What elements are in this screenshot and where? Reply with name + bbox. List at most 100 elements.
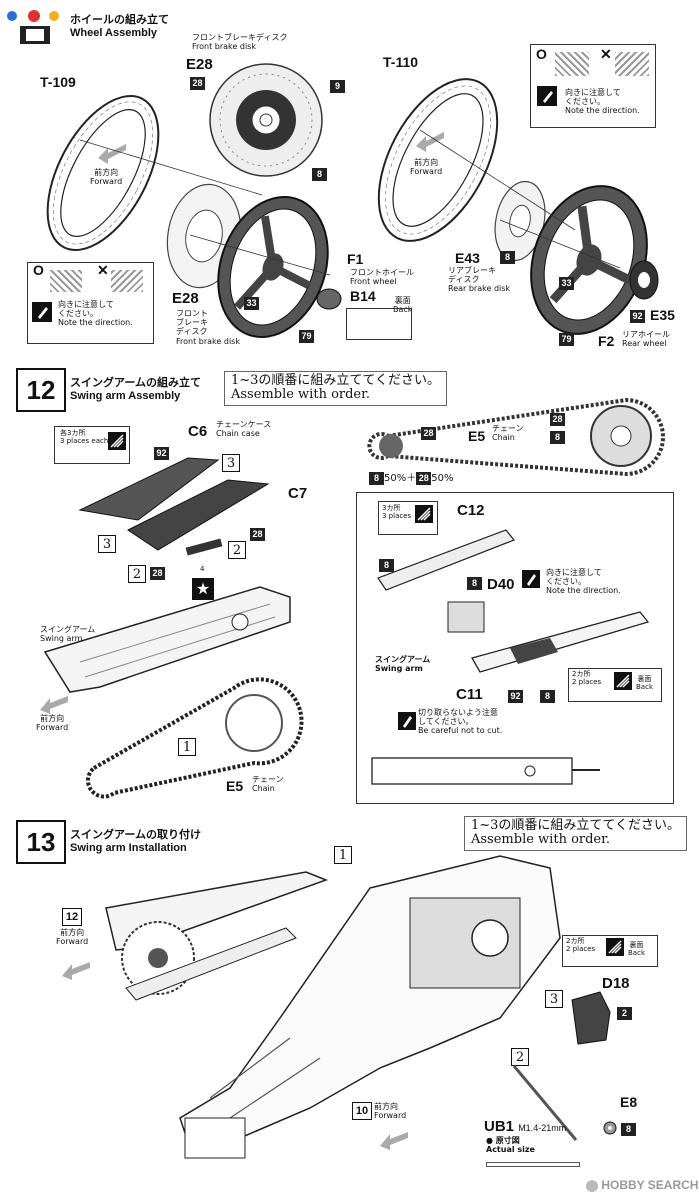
ok-mark-rear: O [536,46,547,62]
part-8-badge: 8 [379,559,394,572]
runner-detail-drawing [371,757,600,785]
e5-label: E5 [468,428,486,444]
e28-label: E28 [186,56,213,73]
part-28-badge: 28 [150,567,165,580]
d18-label: D18 [602,975,630,992]
ref-step-12-badge: 12 [62,908,82,926]
glue-note-box [54,426,130,464]
each-places-label: 各3カ所 3 places each [60,429,109,445]
step11-guide-lines [79,129,621,276]
step-title-jp: ホイールの組み立て [70,13,169,26]
note-icon [32,302,52,322]
front-direction-note [27,262,154,344]
seq-3-marker: 3 [222,454,240,472]
step11-header: ホイールの組み立て Wheel Assembly [70,11,169,39]
part-33-badge: 33 [559,277,574,290]
step-title-en: Wheel Assembly [70,27,158,39]
rear-forward: 前方向 Forward [410,158,443,177]
glue-note-box [378,501,438,535]
swing-arm-assembly-drawing [105,871,329,1001]
c6-label: C6 [188,423,208,440]
d40-label: D40 [487,576,515,593]
part-8-badge: 8 [467,577,482,590]
places2-label: 2カ所 2 places [566,937,596,953]
f1-label: F1 [347,251,364,267]
note-icon [398,712,416,730]
step-12-number: 12 [16,368,66,412]
watermark-logo-icon [586,1179,598,1192]
cement-icon [108,432,126,450]
swing-arm-drawing [43,586,291,693]
front-direction-text: 向きに注意して ください。 Note the direction. [58,300,133,328]
forward-arrow-icon [40,696,68,714]
swing-forward: 前方向 Forward [56,928,89,947]
chain-case-drawing [78,457,270,551]
b14-back-label: 裏面 Back [393,296,413,315]
ub1-label: UB1 M1.4-21mm [484,1118,567,1135]
c11-label: C11 [456,686,483,703]
b14-label: B14 [350,288,376,304]
part-28-badge: 28 [190,77,205,90]
part-33-badge: 33 [244,297,259,310]
tread-pattern-ok [50,270,82,292]
back-label: 裏面 Back [636,675,653,691]
places3-label: 3カ所 3 places [382,504,412,520]
part-92-badge: 92 [630,310,645,323]
e28-label-b: E28 [172,290,199,307]
rear-brake-disk-drawing [494,180,546,262]
swing-arm-caption: スイングアーム Swing arm [40,625,96,644]
cut-note-text: 切り取らないよう注意 してください。 Be careful not to cut… [418,708,503,736]
step13-order-note: 1~3の順番に組み立ててください。 Assemble with order. [464,816,688,851]
front-tire-drawing [46,95,160,251]
seq-3-marker: 3 [545,990,563,1008]
cement-icon [614,672,632,690]
forward-arrow-icon [380,1132,408,1150]
decal-4-number: 4 [200,565,205,573]
part-8-badge: 8 [550,431,565,444]
frame-forward: 前方向 Forward [374,1102,407,1121]
cement-icon [606,938,624,956]
seq-1-marker: 1 [334,846,352,864]
note-icon [522,570,540,588]
hub-b14-drawing [316,288,342,310]
step-13-number: 13 [16,820,66,864]
f1-caption: フロントホイール Front wheel [350,268,414,287]
ng-mark-rear: ✕ [600,46,612,62]
part-2-badge: 2 [617,1007,632,1020]
front-tire-label: T-109 [40,74,76,90]
hobby-search-watermark: HOBBY SEARCH [586,1178,698,1192]
part-8-badge: 8 [621,1123,636,1136]
tread-pattern-ng [111,270,143,292]
seq-2-marker: 2 [511,1048,529,1066]
rear-wheel-drawing [530,185,648,335]
step12-header: スイングアームの組み立て Swing arm Assembly [70,376,202,402]
note-icon [537,86,557,106]
back-label: 裏面 Back [628,941,645,957]
d18-cover-drawing [571,991,611,1045]
chain-caption: チェーン Chain [252,775,284,794]
part-28-badge: 28 [421,427,436,440]
ref-step-10-badge: 10 [352,1102,372,1120]
chain-guide-subassembly [356,492,674,804]
washer-e8-drawing [603,1121,617,1135]
rear-direction-note [530,44,656,128]
front-disk2-caption: フロント ブレーキ ディスク Front brake disk [176,309,240,346]
site-logo [4,2,66,50]
part-79-badge: 79 [299,330,314,343]
part-8-badge: 8 [500,251,515,264]
part-92-badge: 92 [154,447,169,460]
e8-label: E8 [620,1094,638,1110]
tread-pattern-ng-rear [615,52,649,76]
swing-arm-caption: スイングアーム Swing arm [375,655,431,674]
e43-label: E43 [455,250,480,266]
rear-tire-drawing [377,78,499,242]
rear-disk-caption: リアブレーキ ディスク Rear brake disk [448,266,511,294]
tread-pattern-ok-rear [555,52,589,76]
b14-back-view [346,308,412,340]
ok-mark: O [33,262,44,278]
part-79-badge: 79 [559,333,574,346]
decal-star-icon: ★ [192,578,214,600]
swing-forward: 前方向 Forward [36,714,69,733]
ng-mark: ✕ [97,262,109,278]
forward-arrow-icon [62,962,90,980]
